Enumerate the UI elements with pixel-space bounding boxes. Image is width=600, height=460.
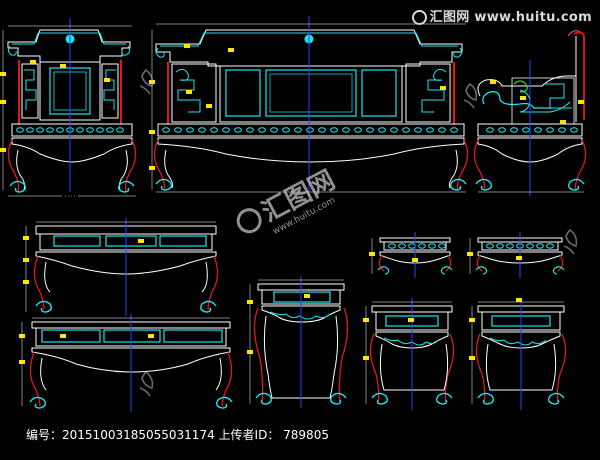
footer-uploader-label: 上传者ID： <box>218 428 280 442</box>
side-cabinet-elevation <box>247 276 349 408</box>
sofa-front-elevation-center <box>149 16 469 196</box>
site-watermark: 汇图网 www.huitu.com <box>411 6 592 25</box>
watermark-site-name: 汇图网 <box>429 10 470 25</box>
coffee-table-front <box>19 314 233 412</box>
svg-text:····: ···· <box>64 194 76 200</box>
sofa-side-elevation <box>473 30 587 196</box>
end-table-right <box>469 298 567 410</box>
coffee-table-top <box>23 218 219 316</box>
watermark-site-url: www.huitu.com <box>474 10 592 25</box>
logo-mark-icon <box>411 10 427 25</box>
logo-mark-icon <box>236 208 262 234</box>
small-stool-right <box>467 232 565 278</box>
leaf-watermark-icon <box>463 82 478 109</box>
end-table-left <box>363 298 455 410</box>
small-stool-left <box>369 232 453 278</box>
footer-id-label: 编号： <box>26 428 63 442</box>
leaf-watermark-icon <box>139 68 154 95</box>
center-brand-stamp: 汇图网 www.huitu.com <box>236 165 340 237</box>
footer-caption: 编号：20151003185055031174 上传者ID： 789805 <box>26 426 329 443</box>
sofa-front-elevation-left: ···· <box>0 18 137 200</box>
footer-uploader-value: 789805 <box>283 428 329 442</box>
leaf-watermark-icon <box>563 228 578 255</box>
leaf-watermark-icon <box>139 370 154 397</box>
footer-id-value: 20151003185055031174 <box>62 428 215 442</box>
